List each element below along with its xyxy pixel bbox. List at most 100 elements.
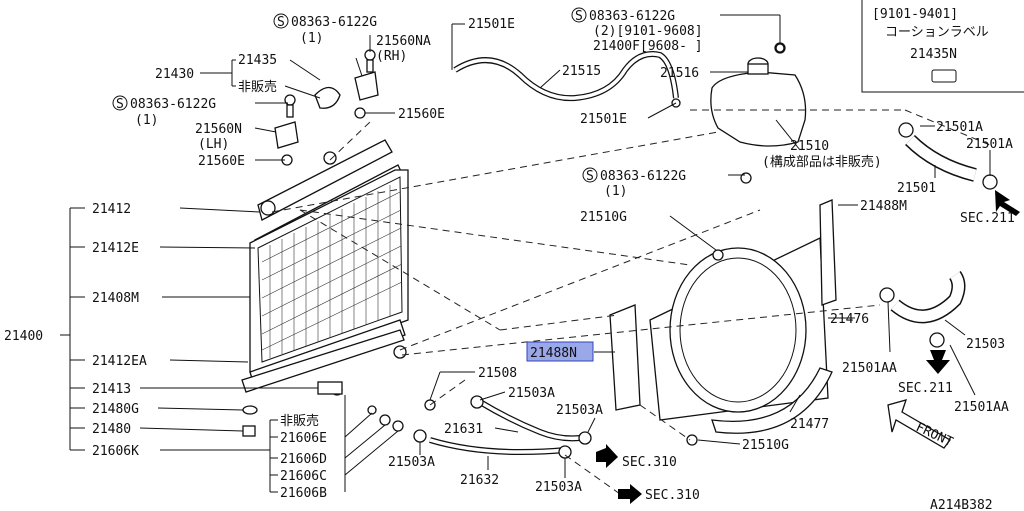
shroud-bracket-21488M xyxy=(819,199,837,306)
label-21560E-left: 21560E xyxy=(198,154,245,169)
label-21400: 21400 xyxy=(4,329,43,344)
label-21503A-1: 21503A xyxy=(508,386,555,401)
inset-caption: コーションラベル xyxy=(885,25,989,40)
relation-lines xyxy=(271,109,991,495)
label-08363-b-qty: (1) xyxy=(300,31,323,46)
direction-arrows xyxy=(596,190,1020,504)
inset-border xyxy=(861,0,1024,93)
drawing-number: A214B382 xyxy=(930,498,993,511)
label-21560E-right: 21560E xyxy=(398,107,445,122)
label-sec211-b: SEC.211 xyxy=(898,381,953,396)
label-21488N: 21488N xyxy=(530,346,577,361)
label-21606K: 21606K xyxy=(92,444,139,459)
label-21501AA-2: 21501AA xyxy=(954,400,1009,415)
screw-symbols: S S S S xyxy=(112,7,598,184)
label-08363-c-qty: (2)[9101-9608] xyxy=(593,24,703,39)
radiator-upper-tank xyxy=(257,139,393,221)
fasteners xyxy=(242,43,998,459)
screw-symbol-icon xyxy=(112,95,128,111)
label-21606B: 21606B xyxy=(280,486,327,501)
lower-shroud-21477 xyxy=(711,367,833,434)
label-08363-d-qty: (1) xyxy=(604,184,627,199)
label-sec310-b: SEC.310 xyxy=(645,488,700,503)
label-21510G-top: 21510G xyxy=(580,210,627,225)
label-21408M: 21408M xyxy=(92,291,139,306)
label-08363-b: 08363-6122G xyxy=(291,15,377,30)
leader-lines xyxy=(60,14,991,493)
label-21606E: 21606E xyxy=(280,431,327,446)
label-21503A-4: 21503A xyxy=(535,480,582,495)
label-21476: 21476 xyxy=(830,312,869,327)
screw-symbol-icon xyxy=(582,167,598,183)
label-rh: (RH) xyxy=(376,49,407,64)
screw-symbol-letter: S xyxy=(575,9,583,24)
label-21412E: 21412E xyxy=(92,241,139,256)
reservoir-body xyxy=(710,71,807,147)
label-08363-d: 08363-6122G xyxy=(600,169,686,184)
shroud-bracket-21488N xyxy=(609,304,641,411)
label-21477: 21477 xyxy=(790,417,829,432)
label-21503A-3: 21503A xyxy=(388,455,435,470)
label-21516: 21516 xyxy=(660,66,699,81)
label-21501A-2: 21501A xyxy=(966,137,1013,152)
screw-symbol-letter: S xyxy=(277,15,285,30)
label-08363-a: 08363-6122G xyxy=(130,97,216,112)
label-21480G: 21480G xyxy=(92,402,139,417)
label-21435: 21435 xyxy=(238,53,277,68)
label-08363-c: 08363-6122G xyxy=(589,9,675,24)
caution-label-icon xyxy=(931,69,957,83)
hoses xyxy=(429,51,977,456)
radiator-core-mesh xyxy=(261,185,403,358)
inset-range: [9101-9401] xyxy=(872,7,958,22)
right-arrow-icon xyxy=(618,484,642,504)
drain-cock xyxy=(393,345,407,359)
label-21560NA: 21560NA xyxy=(376,34,431,49)
fan-shroud xyxy=(609,199,837,434)
label-21430: 21430 xyxy=(155,67,194,82)
label-21631: 21631 xyxy=(444,422,483,437)
label-21400F: 21400F[9608- ] xyxy=(593,39,703,54)
label-21488M: 21488M xyxy=(860,199,907,214)
reservoir-neck xyxy=(747,63,769,75)
screw-symbol-letter: S xyxy=(116,97,124,112)
radiator xyxy=(241,139,409,396)
screw-symbol-icon xyxy=(273,13,289,29)
front-arrow-icon xyxy=(887,399,951,449)
right-arrow-icon xyxy=(596,444,618,468)
label-lh: (LH) xyxy=(198,137,229,152)
upper-inlet xyxy=(260,200,276,216)
label-21503A-2: 21503A xyxy=(556,403,603,418)
down-arrow-icon xyxy=(926,350,950,374)
label-08363-a-qty: (1) xyxy=(135,113,158,128)
label-21632: 21632 xyxy=(460,473,499,488)
label-21503-right: 21503 xyxy=(966,337,1005,352)
screw-symbol-letter: S xyxy=(586,169,594,184)
label-21515: 21515 xyxy=(562,64,601,79)
screw-symbol-icon xyxy=(571,7,587,23)
label-21412EA: 21412EA xyxy=(92,354,147,369)
label-not-sold-2: 非販売 xyxy=(280,413,319,429)
shroud-inner-ring xyxy=(679,257,797,403)
highlight-21488N xyxy=(526,341,594,362)
label-21480: 21480 xyxy=(92,422,131,437)
radiator-cap xyxy=(323,151,337,165)
shroud-ring xyxy=(669,247,807,413)
label-21501A-1: 21501A xyxy=(936,120,983,135)
label-sec211-a: SEC.211 xyxy=(960,211,1015,226)
label-21501AA-1: 21501AA xyxy=(842,361,897,376)
label-21501E-mid: 21501E xyxy=(580,112,627,127)
label-21606C: 21606C xyxy=(280,469,327,484)
label-21413: 21413 xyxy=(92,382,131,397)
label-21560N: 21560N xyxy=(195,122,242,137)
label-21510G-bottom: 21510G xyxy=(742,438,789,453)
label-21501E-top: 21501E xyxy=(468,17,515,32)
label-sec310-a: SEC.310 xyxy=(622,455,677,470)
label-not-sold-1: 非販売 xyxy=(238,79,277,95)
part-labels: 21400 21412 21412E 21408M 21412EA 21413 … xyxy=(4,9,1015,511)
label-front: FRONT xyxy=(913,420,955,450)
label-21510: 21510 xyxy=(790,139,829,154)
label-21508: 21508 xyxy=(478,366,517,381)
reservoir-tank xyxy=(710,42,807,147)
right-arrow-icon xyxy=(995,190,1020,216)
